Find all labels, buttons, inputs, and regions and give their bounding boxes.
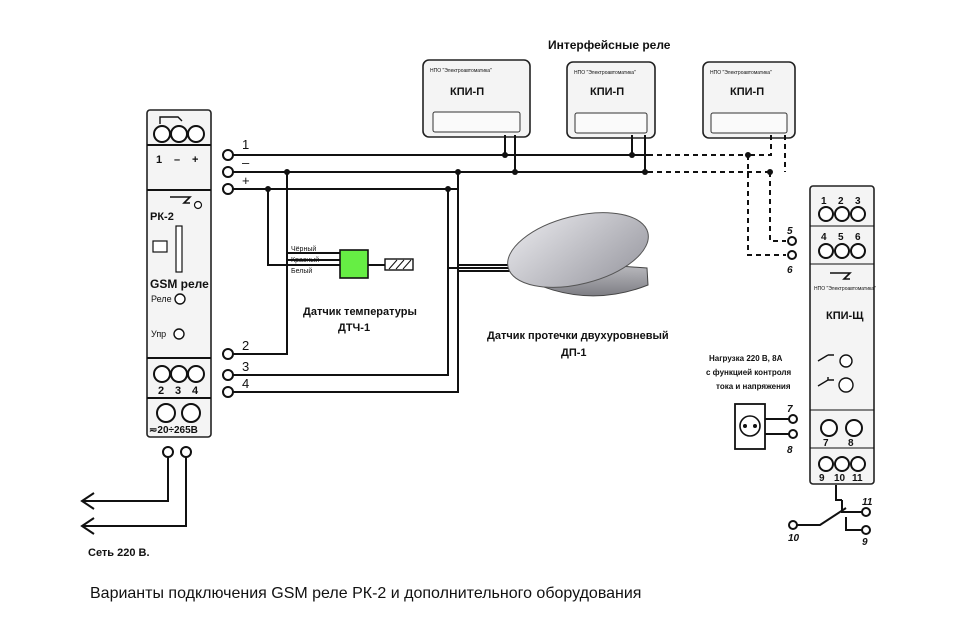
temp-sensor-model: ДТЧ-1 <box>338 322 370 334</box>
ext-term-6: 6 <box>787 265 793 276</box>
leak-sensor: Датчик протечки двухуровневый ДП-1 <box>487 212 669 359</box>
led-1-icon <box>839 354 853 368</box>
logo-icon <box>170 196 192 204</box>
rk2-term-minus: – <box>174 154 180 166</box>
load-note-2: с функцией контроля <box>706 368 791 377</box>
sim-card-icon <box>152 240 168 253</box>
sch-term-9: 9 <box>819 473 825 484</box>
rk2-term-2: 2 <box>158 385 164 397</box>
relay-3-name: КПИ-П <box>730 86 764 98</box>
probe-icon <box>384 258 414 271</box>
sch-term-4: 4 <box>821 232 827 243</box>
sim-slot-icon <box>175 225 183 273</box>
output-wires <box>233 172 515 393</box>
ext-term-5: 5 <box>787 226 793 237</box>
sensor-body-icon <box>339 249 369 279</box>
wire-white-label: Белый <box>291 267 312 275</box>
rk2-label-rele: Реле <box>151 294 172 304</box>
led-icon <box>193 200 203 210</box>
ext-term-7: 7 <box>787 404 793 415</box>
relay-2-maker: НПО "Электроавтоматика" <box>574 70 636 76</box>
rk2-term-4: 4 <box>192 385 199 397</box>
rk2-type: GSM реле <box>150 277 209 291</box>
line-label-2: 2 <box>242 338 249 353</box>
leak-sensor-model: ДП-1 <box>561 347 587 359</box>
sch-term-1: 1 <box>821 196 827 207</box>
load-note-3: тока и напряжения <box>716 382 791 391</box>
sch-term-6: 6 <box>855 232 861 243</box>
kpi-sch-module: 1 2 3 4 5 6 НПО "Электроавтоматика" КПИ-… <box>809 185 876 485</box>
line-label-minus: – <box>242 155 250 170</box>
sch-term-8: 8 <box>848 438 854 449</box>
rk2-term-plus: + <box>192 154 198 166</box>
ext-term-9: 9 <box>862 537 868 548</box>
relay-2-name: КПИ-П <box>590 86 624 98</box>
relays-heading: Интерфейсные реле <box>548 38 671 52</box>
leak-sensor-icon <box>507 212 649 288</box>
line-label-plus: + <box>242 173 250 188</box>
switch-nc-icon <box>817 377 834 387</box>
relay-kpi-p-1: НПО "Электроавтоматика" КПИ-П <box>422 59 531 138</box>
kpi-sch-maker: НПО "Электроавтоматика" <box>814 286 876 292</box>
upr-button-icon <box>173 328 185 340</box>
bus-wires <box>233 135 786 256</box>
relay-kpi-p-2: НПО "Электроавтоматика" КПИ-П <box>566 61 656 139</box>
mains-label: Сеть 220 В. <box>88 547 150 559</box>
relay-1-maker: НПО "Электроавтоматика" <box>430 68 492 74</box>
wire-red-label: Красный <box>291 256 319 264</box>
rk2-supply: ≂20÷265В <box>149 425 198 436</box>
relay-kpi-p-3: НПО "Электроавтоматика" КПИ-П <box>702 61 796 139</box>
rk2-model: РК-2 <box>150 211 174 223</box>
relay-1-name: КПИ-П <box>450 86 484 98</box>
led-2-icon <box>838 377 854 393</box>
kpi-logo-icon <box>830 272 852 280</box>
rele-led-icon <box>174 293 186 305</box>
ext-term-11: 11 <box>862 497 873 508</box>
kpi-sch-external: 5 6 7 8 Нагрузка 220 В, 8А с функцией ко… <box>706 226 873 548</box>
temp-sensor-title: Датчик температуры <box>303 306 417 318</box>
diagram-caption: Варианты подключения GSM реле РК-2 и доп… <box>90 585 641 602</box>
sch-term-7: 7 <box>823 438 829 449</box>
sch-term-5: 5 <box>838 232 844 243</box>
switch-no-icon <box>817 354 834 362</box>
rk2-label-upr: Упр <box>151 329 166 339</box>
ext-term-8: 8 <box>787 445 793 456</box>
ext-term-10: 10 <box>788 533 800 544</box>
sch-term-3: 3 <box>855 196 861 207</box>
sch-term-2: 2 <box>838 196 844 207</box>
rk2-line-terminals: 1 – + 2 3 4 <box>222 137 250 398</box>
gsm-relay-rk2: 1 – + РК-2 GSM реле Реле Упр 2 3 4 ≂20÷2… <box>146 109 212 438</box>
leak-sensor-title: Датчик протечки двухуровневый <box>487 330 669 342</box>
mains-supply: Сеть 220 В. <box>80 446 192 559</box>
rk2-term-1: 1 <box>156 154 162 166</box>
sch-term-10: 10 <box>834 473 846 484</box>
kpi-sch-name: КПИ-Щ <box>826 310 864 322</box>
wire-black-label: Чёрный <box>291 245 316 253</box>
relay-3-maker: НПО "Электроавтоматика" <box>710 70 772 76</box>
load-note-1: Нагрузка 220 В, 8А <box>709 354 783 363</box>
line-label-3: 3 <box>242 359 249 374</box>
sch-term-11: 11 <box>852 473 863 484</box>
line-label-1: 1 <box>242 137 249 152</box>
rk2-term-3: 3 <box>175 385 181 397</box>
temperature-sensor: Чёрный Красный Белый Датчик температуры … <box>291 245 417 334</box>
line-label-4: 4 <box>242 376 249 391</box>
